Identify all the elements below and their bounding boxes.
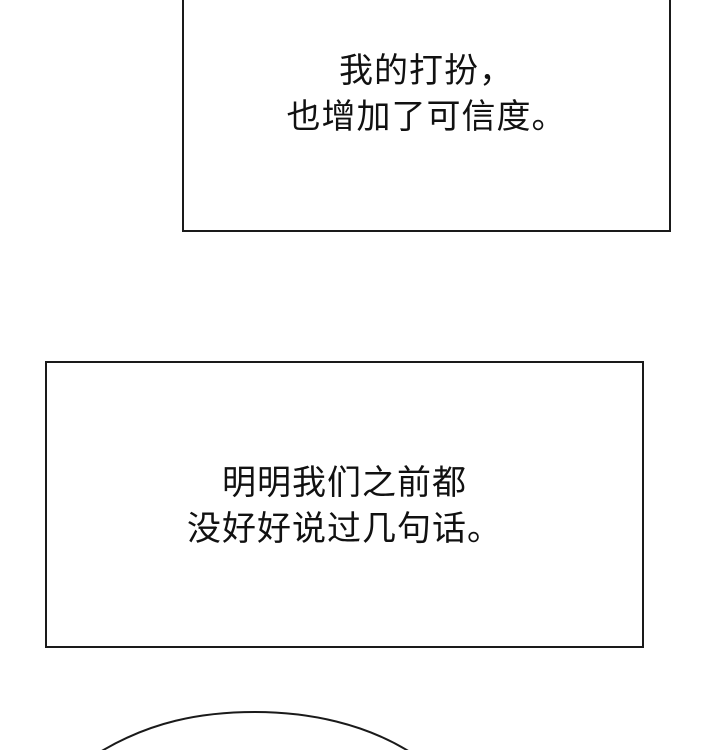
caption-line: 明明我们之前都 [222,462,467,503]
caption-text-top: 我的打扮， 也增加了可信度。 [287,48,567,140]
caption-line: 我的打扮， [339,51,514,91]
caption-line: 也增加了可信度。 [286,97,567,137]
caption-line: 没好好说过几句话。 [187,508,502,549]
caption-box-middle: 明明我们之前都 没好好说过几句话。 [45,361,644,648]
caption-box-top: 我的打扮， 也增加了可信度。 [182,0,671,232]
speech-bubble-outline [101,710,409,750]
caption-text-middle: 明明我们之前都 没好好说过几句话。 [187,460,502,552]
